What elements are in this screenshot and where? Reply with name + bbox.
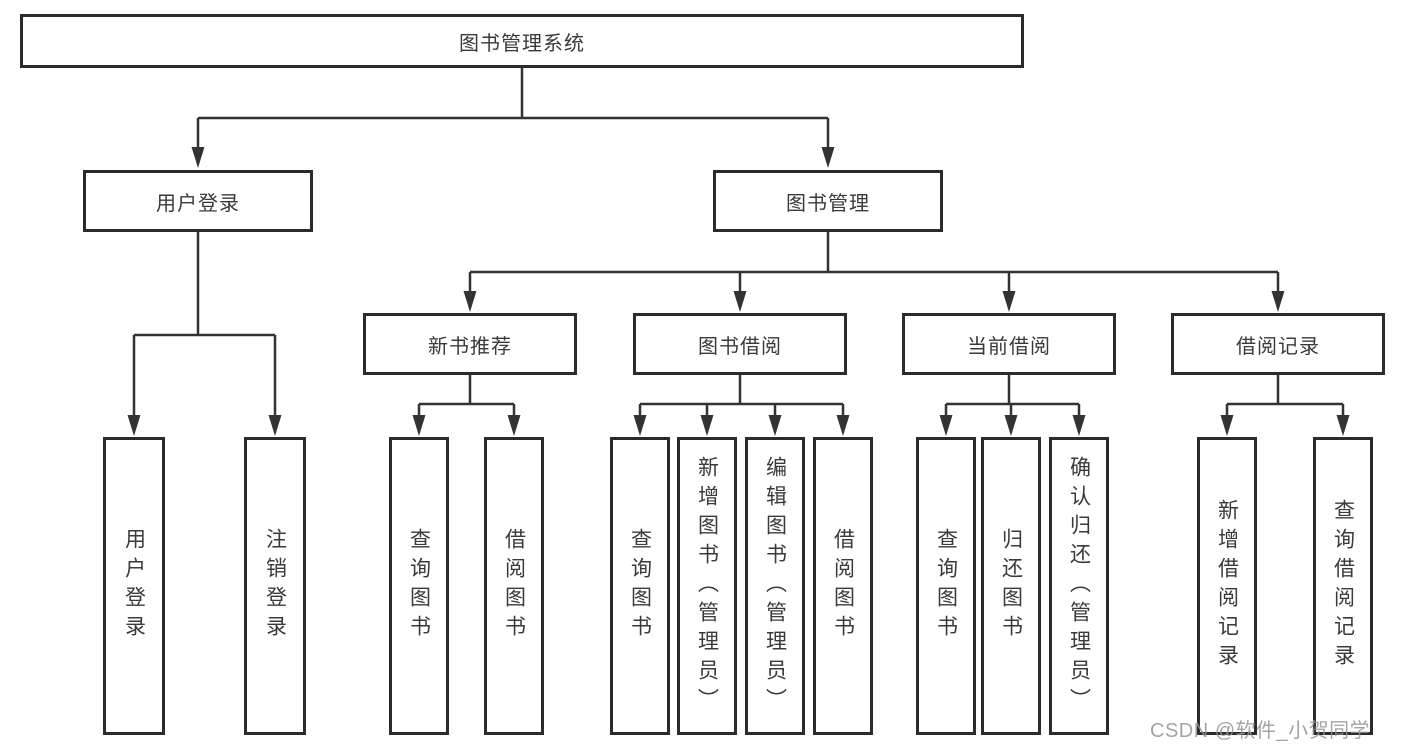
leaf-confirm-return-admin: 确认归还（管理员） [1049,437,1109,735]
connector-book-borrow-to-leaves [633,375,850,436]
node-label: 图书管理系统 [459,32,585,55]
node-new-book-recommend: 新书推荐 [363,313,577,375]
leaf-query-books-current: 查询图书 [916,437,976,735]
connector-borrow-records-to-leaves [1220,375,1350,436]
node-label: 当前借阅 [967,335,1051,358]
node-book-borrow: 图书借阅 [633,313,847,375]
leaf-add-borrow-record: 新增借阅记录 [1197,437,1257,735]
leaf-add-book-admin: 新增图书（管理员） [677,437,737,735]
leaf-query-books-borrow: 查询图书 [610,437,670,735]
node-current-borrow: 当前借阅 [902,313,1116,375]
leaf-label: 借阅图书 [502,528,526,644]
node-book-management: 图书管理 [713,170,943,232]
node-label: 图书管理 [786,192,870,215]
csdn-watermark: CSDN @软件_小贺同学 [1150,720,1371,742]
leaf-label: 用户登录 [122,528,146,644]
leaf-query-books-recommend: 查询图书 [389,437,449,735]
connector-root-to-level2 [191,68,835,168]
leaf-user-login: 用户登录 [103,437,165,735]
node-borrow-records: 借阅记录 [1171,313,1385,375]
node-label: 借阅记录 [1236,335,1320,358]
node-root: 图书管理系统 [20,14,1024,68]
leaf-label: 编辑图书（管理员） [763,455,787,717]
leaf-label: 新增借阅记录 [1215,499,1239,673]
connector-new-book-recommend-to-leaves [412,375,521,436]
leaf-label: 新增图书（管理员） [695,455,719,717]
leaf-label: 确认归还（管理员） [1067,455,1091,717]
leaf-return-books: 归还图书 [981,437,1041,735]
leaf-query-borrow-record: 查询借阅记录 [1313,437,1373,735]
connector-current-borrow-to-leaves [939,375,1086,436]
leaf-label: 查询图书 [628,528,652,644]
node-label: 图书借阅 [698,335,782,358]
connector-user-login-to-leaves [127,232,282,436]
leaf-label: 借阅图书 [831,528,855,644]
leaf-edit-book-admin: 编辑图书（管理员） [745,437,805,735]
node-label: 新书推荐 [428,335,512,358]
leaf-label: 归还图书 [999,528,1023,644]
node-user-login: 用户登录 [83,170,313,232]
leaf-borrow-books-recommend: 借阅图书 [484,437,544,735]
leaf-label: 查询图书 [934,528,958,644]
leaf-logout: 注销登录 [244,437,306,735]
leaf-borrow-books-borrow: 借阅图书 [813,437,873,735]
node-label: 用户登录 [156,192,240,215]
leaf-label: 注销登录 [263,528,287,644]
connector-book-management-to-level3 [463,232,1285,312]
leaf-label: 查询图书 [407,528,431,644]
leaf-label: 查询借阅记录 [1331,499,1355,673]
